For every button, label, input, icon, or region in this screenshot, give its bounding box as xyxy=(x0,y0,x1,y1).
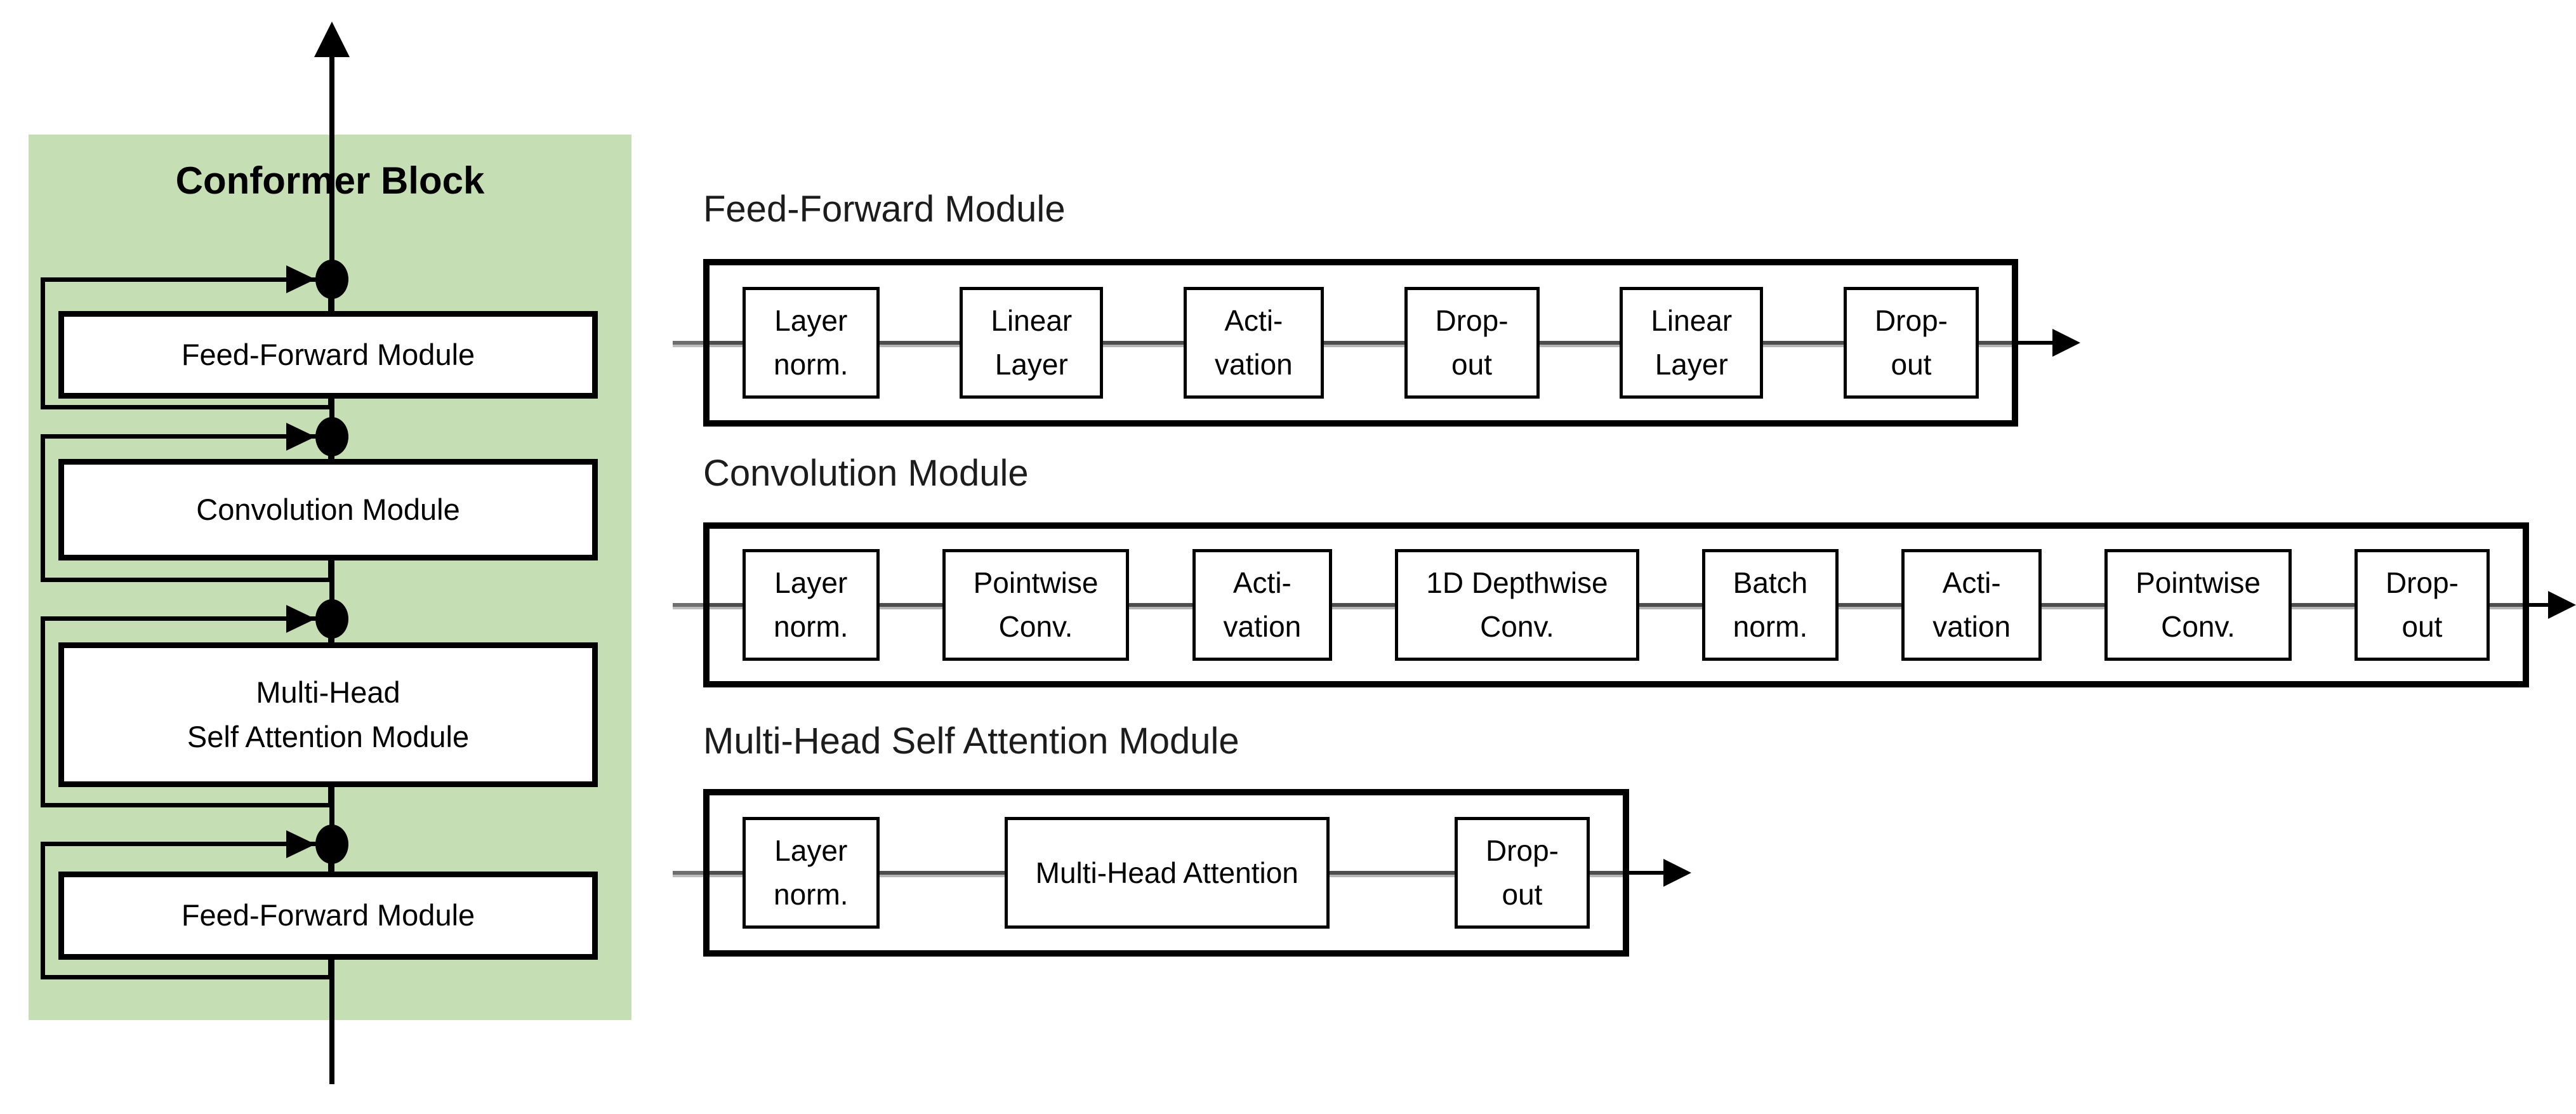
detail-outer-box: Layer norm. Multi-Head Attention Drop- out xyxy=(703,789,1629,957)
input-stub-line xyxy=(673,603,703,607)
step-box: Linear Layer xyxy=(960,287,1104,399)
step-box: Layer norm. xyxy=(743,287,880,399)
detail-outer-box: Layer norm. Linear Layer Acti- vation Drop-… xyxy=(703,259,2018,427)
conformer-block-title: Conformer Block xyxy=(175,159,485,202)
step-box: Linear Layer xyxy=(1620,287,1764,399)
sum-arrowhead-icon xyxy=(286,830,315,858)
output-line xyxy=(2529,603,2548,607)
sum-node-icon xyxy=(315,417,348,456)
detail-module-title: Multi-Head Self Attention Module xyxy=(703,720,1239,762)
sum-node-icon xyxy=(315,825,348,864)
step-box: Drop- out xyxy=(1454,817,1590,929)
step-box: Pointwise Conv. xyxy=(942,549,1130,661)
step-box: 1D Depthwise Conv. xyxy=(1395,549,1639,661)
connector-line xyxy=(710,341,2012,345)
output-arrow-icon xyxy=(2052,329,2080,357)
step-box: Acti- vation xyxy=(1184,287,1324,399)
step-box: Pointwise Conv. xyxy=(2104,549,2292,661)
sum-arrowhead-icon xyxy=(286,423,315,451)
output-arrow-icon xyxy=(2548,591,2576,619)
step-box: Acti- vation xyxy=(1901,549,2042,661)
step-box: Drop- out xyxy=(1404,287,1540,399)
step-box: Batch norm. xyxy=(1701,549,1839,661)
step-box: Multi-Head Attention xyxy=(1004,817,1330,929)
step-box: Acti- vation xyxy=(1192,549,1333,661)
input-stub-line xyxy=(673,871,703,875)
step-box: Layer norm. xyxy=(743,549,880,661)
detail-module-title: Convolution Module xyxy=(703,453,1029,494)
step-box: Drop- out xyxy=(1843,287,1979,399)
sum-node-icon xyxy=(315,260,348,299)
step-box: Drop- out xyxy=(2354,549,2490,661)
detail-outer-box: Layer norm. Pointwise Conv. Acti- vation 1D… xyxy=(703,522,2529,687)
module-box: Multi-Head Self Attention Module xyxy=(58,642,598,787)
output-arrow-icon xyxy=(314,22,350,57)
module-box: Feed-Forward Module xyxy=(58,872,598,960)
module-box: Feed-Forward Module xyxy=(58,311,598,399)
detail-module-title: Feed-Forward Module xyxy=(703,189,1066,230)
module-box: Convolution Module xyxy=(58,459,598,560)
input-stub-line xyxy=(673,341,703,345)
output-line xyxy=(1629,871,1663,875)
step-box: Layer norm. xyxy=(743,817,880,929)
output-arrow-icon xyxy=(1663,859,1691,887)
sum-arrowhead-icon xyxy=(286,265,315,293)
sum-node-icon xyxy=(315,599,348,639)
output-line xyxy=(2018,341,2052,345)
sum-arrowhead-icon xyxy=(286,605,315,633)
